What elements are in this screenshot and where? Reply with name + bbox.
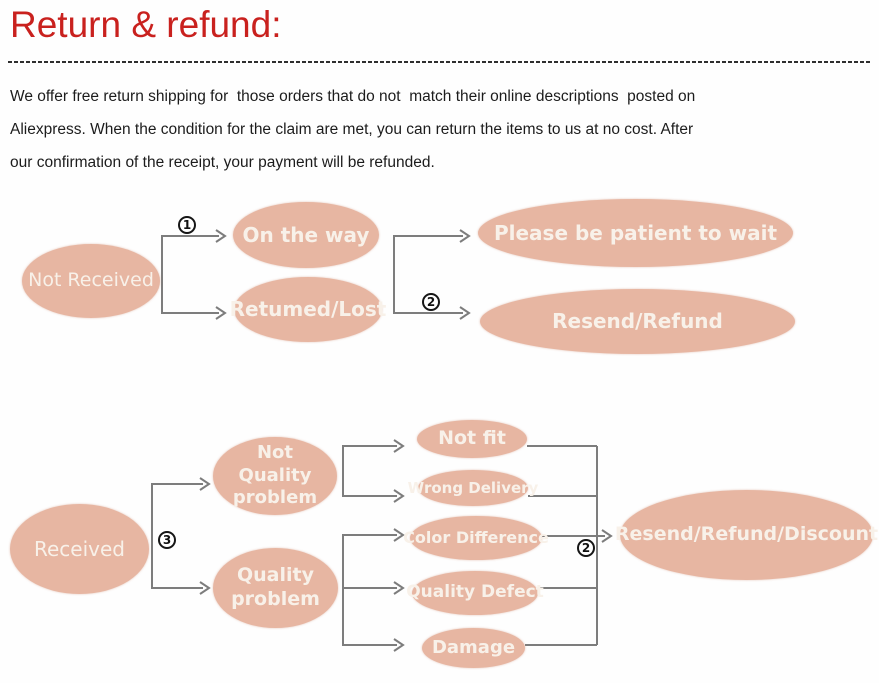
node-resend-refund-discount: Resend/Refund/Discount [615, 490, 878, 580]
bracket-not-quality-problem-split [342, 439, 405, 503]
intro-paragraph: We offer free return shipping for those … [10, 88, 696, 171]
node-not-received: Not Received [22, 244, 160, 318]
node-resend-refund: Resend/Refund [480, 289, 795, 354]
step-marker-3: 3 [158, 531, 176, 549]
node-not-fit: Not fit [417, 420, 527, 458]
collector-to-resend-refund-discount [525, 445, 613, 646]
node-received: Received [10, 504, 149, 594]
node-wrong-delivery: Wrong Delivery [408, 470, 538, 506]
node-damage: Damage [422, 628, 525, 668]
node-not-quality-problem: Not Quality problem [213, 437, 337, 515]
node-on-the-way: On the way [233, 202, 379, 268]
node-please-be-patient: Please be patient to wait [478, 199, 793, 267]
step-marker-2: 2 [422, 293, 440, 311]
dashed-divider [8, 61, 872, 63]
bracket-quality-problem-split [342, 528, 405, 652]
bracket-not-received-split [161, 229, 227, 320]
node-color-difference: Color Difference [403, 516, 549, 560]
node-quality-defect: Quality Defect [406, 571, 544, 615]
node-quality-problem: Quality problem [213, 548, 338, 628]
bracket-on-the-way-returned-merge [393, 229, 471, 320]
node-returned-lost: Retumed/Lost [230, 277, 386, 342]
bracket-received-split [151, 477, 211, 595]
page-title: Return & refund: [10, 4, 282, 45]
step-marker-1: 1 [178, 216, 196, 234]
step-marker-2b: 2 [577, 539, 595, 557]
